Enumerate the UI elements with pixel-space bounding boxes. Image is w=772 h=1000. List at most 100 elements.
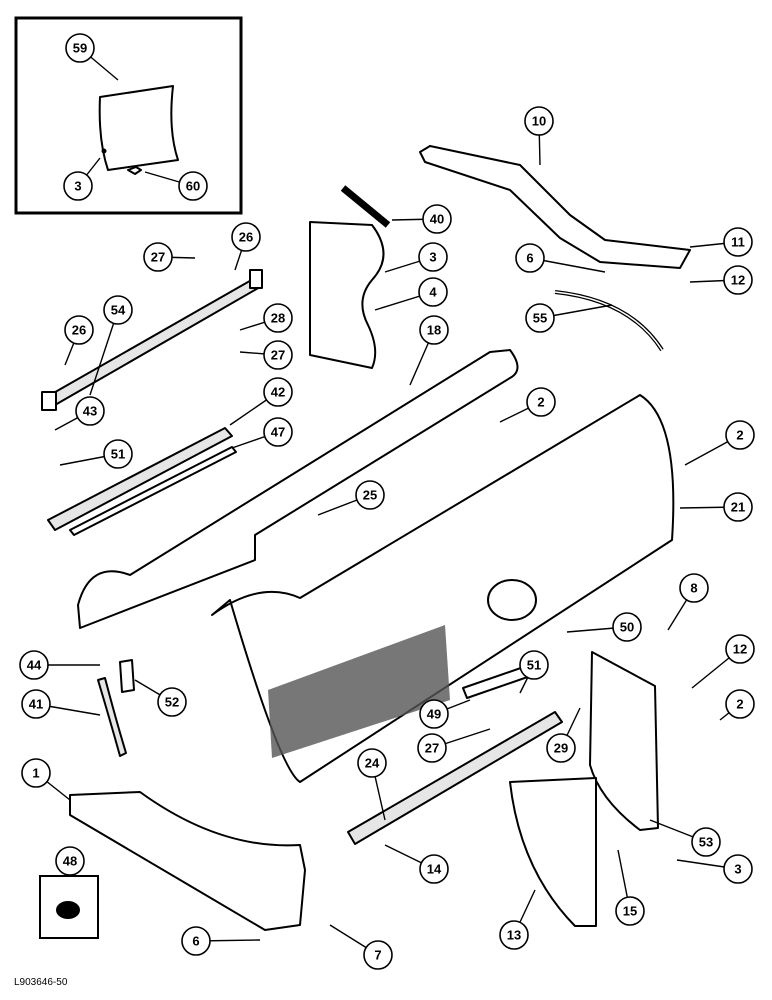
callout-41: 41 bbox=[21, 689, 51, 719]
callout-42: 42 bbox=[263, 377, 293, 407]
callout-3: 3 bbox=[723, 854, 753, 884]
svg-text:52: 52 bbox=[165, 695, 179, 710]
part-40-strip bbox=[340, 185, 391, 228]
callout-3: 3 bbox=[418, 242, 448, 272]
callout-2: 2 bbox=[526, 387, 556, 417]
part-41-curved-strip bbox=[97, 677, 127, 757]
svg-text:59: 59 bbox=[73, 41, 87, 56]
callout-48: 48 bbox=[55, 846, 85, 876]
svg-text:55: 55 bbox=[533, 311, 547, 326]
svg-text:27: 27 bbox=[151, 250, 165, 265]
callout-7: 7 bbox=[363, 940, 393, 970]
callout-10: 10 bbox=[524, 106, 554, 136]
svg-text:48: 48 bbox=[63, 854, 77, 869]
part-60-fastener bbox=[127, 166, 142, 175]
svg-text:21: 21 bbox=[731, 500, 745, 515]
callout-27: 27 bbox=[417, 733, 447, 763]
part-42-channel bbox=[47, 427, 233, 531]
callout-52: 52 bbox=[157, 687, 187, 717]
callout-24: 24 bbox=[357, 748, 387, 778]
part-18-inner-cover bbox=[77, 349, 519, 629]
callout-12: 12 bbox=[725, 634, 755, 664]
callout-12: 12 bbox=[723, 265, 753, 295]
svg-text:3: 3 bbox=[734, 862, 741, 877]
svg-text:51: 51 bbox=[527, 658, 541, 673]
svg-text:1: 1 bbox=[32, 766, 39, 781]
callout-25: 25 bbox=[355, 480, 385, 510]
callout-47: 47 bbox=[263, 417, 293, 447]
cover-opening bbox=[487, 579, 537, 621]
callout-50: 50 bbox=[612, 612, 642, 642]
callout-15: 15 bbox=[615, 896, 645, 926]
svg-text:12: 12 bbox=[733, 642, 747, 657]
figure-code: L903646-50 bbox=[14, 977, 68, 988]
svg-text:18: 18 bbox=[427, 323, 441, 338]
svg-text:24: 24 bbox=[365, 756, 380, 771]
svg-text:51: 51 bbox=[111, 447, 125, 462]
svg-text:7: 7 bbox=[374, 948, 381, 963]
svg-text:60: 60 bbox=[186, 179, 200, 194]
callout-21: 21 bbox=[723, 492, 753, 522]
callout-40: 40 bbox=[422, 204, 452, 234]
svg-text:26: 26 bbox=[239, 230, 253, 245]
svg-text:3: 3 bbox=[429, 250, 436, 265]
part-10-bracket bbox=[419, 145, 691, 269]
svg-text:54: 54 bbox=[111, 303, 126, 318]
svg-text:49: 49 bbox=[427, 707, 441, 722]
svg-text:15: 15 bbox=[623, 904, 637, 919]
callout-27: 27 bbox=[143, 242, 173, 272]
callout-4: 4 bbox=[418, 277, 448, 307]
svg-text:12: 12 bbox=[731, 273, 745, 288]
callout-29: 29 bbox=[546, 733, 576, 763]
callout-18: 18 bbox=[419, 315, 449, 345]
svg-text:26: 26 bbox=[72, 323, 86, 338]
callout-13: 13 bbox=[499, 920, 529, 950]
part-52-clip bbox=[119, 659, 135, 693]
part-24-channel bbox=[347, 711, 563, 845]
svg-text:28: 28 bbox=[271, 311, 285, 326]
callout-60: 60 bbox=[178, 171, 208, 201]
svg-text:2: 2 bbox=[736, 428, 743, 443]
svg-text:42: 42 bbox=[271, 385, 285, 400]
part-53-end-plate bbox=[589, 651, 659, 831]
svg-text:43: 43 bbox=[83, 404, 97, 419]
svg-text:3: 3 bbox=[74, 179, 81, 194]
svg-text:25: 25 bbox=[363, 488, 377, 503]
inset-frame bbox=[14, 16, 243, 215]
callout-6: 6 bbox=[181, 926, 211, 956]
part-1-lower-bar bbox=[69, 791, 306, 931]
callout-6: 6 bbox=[515, 243, 545, 273]
callout-51: 51 bbox=[103, 439, 133, 469]
callout-2: 2 bbox=[725, 420, 755, 450]
callout-49: 49 bbox=[419, 699, 449, 729]
svg-text:41: 41 bbox=[29, 697, 43, 712]
callout-8: 8 bbox=[679, 573, 709, 603]
svg-text:8: 8 bbox=[690, 581, 697, 596]
svg-text:2: 2 bbox=[537, 395, 544, 410]
svg-text:53: 53 bbox=[699, 835, 713, 850]
svg-text:27: 27 bbox=[425, 741, 439, 756]
callout-53: 53 bbox=[691, 827, 721, 857]
svg-text:13: 13 bbox=[507, 928, 521, 943]
svg-text:2: 2 bbox=[736, 697, 743, 712]
callout-1: 1 bbox=[21, 758, 51, 788]
part-59-panel bbox=[98, 85, 179, 171]
callout-14: 14 bbox=[419, 854, 449, 884]
callout-55: 55 bbox=[525, 303, 555, 333]
part-55-rod bbox=[554, 290, 664, 352]
svg-text:44: 44 bbox=[27, 658, 42, 673]
svg-text:6: 6 bbox=[526, 251, 533, 266]
callout-44: 44 bbox=[19, 650, 49, 680]
svg-text:29: 29 bbox=[554, 741, 568, 756]
callout-2: 2 bbox=[725, 689, 755, 719]
part-13-end-plate bbox=[509, 777, 597, 927]
svg-text:50: 50 bbox=[620, 620, 634, 635]
svg-text:11: 11 bbox=[731, 235, 745, 250]
svg-text:47: 47 bbox=[271, 425, 285, 440]
callout-3: 3 bbox=[63, 171, 93, 201]
callout-54: 54 bbox=[103, 295, 133, 325]
callout-43: 43 bbox=[75, 396, 105, 426]
svg-text:4: 4 bbox=[429, 285, 437, 300]
svg-text:40: 40 bbox=[430, 212, 444, 227]
